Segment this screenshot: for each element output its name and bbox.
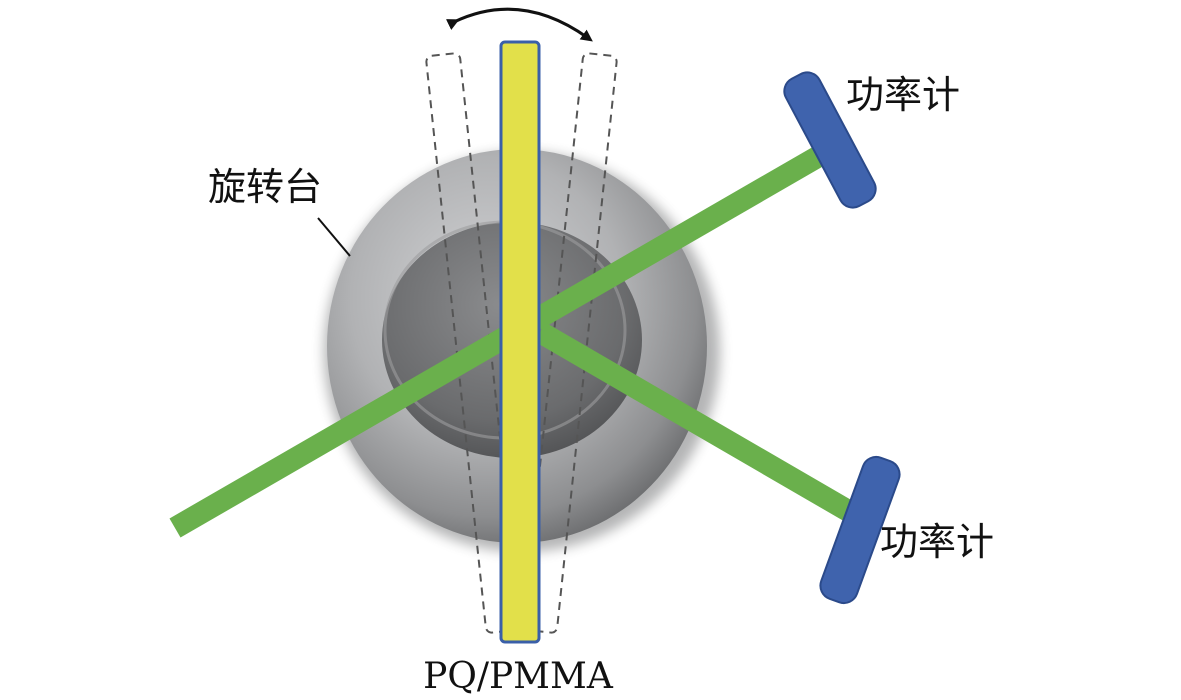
power-meter-bottom-detector	[819, 455, 901, 605]
laser-beam-reflected	[534, 322, 863, 526]
power-meter-top-detector	[783, 71, 877, 209]
power-meter-top	[783, 71, 877, 209]
power-meter-bottom-label: 功率计	[880, 520, 994, 564]
power-meter-top-label: 功率计	[846, 73, 960, 117]
rotation-arrow	[446, 7, 593, 42]
rotation-stage-label: 旋转台	[208, 165, 322, 209]
sample-slab	[499, 40, 541, 644]
power-meter-bottom	[819, 455, 901, 605]
rotation-stage-leader-line	[317, 217, 351, 257]
sample-label: PQ/PMMA	[423, 656, 614, 697]
